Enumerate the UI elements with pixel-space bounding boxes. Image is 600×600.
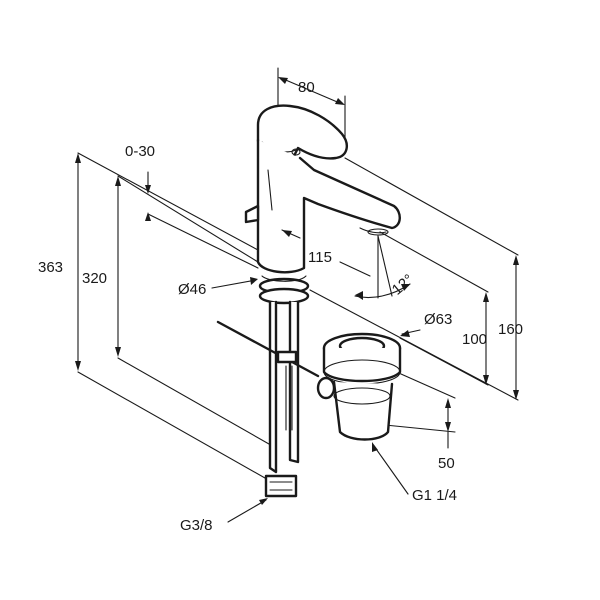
- extension-lines: [77, 67, 519, 483]
- dim-width-80: 80: [298, 79, 315, 96]
- dim-range-0-30: 0-30: [125, 143, 155, 160]
- dim-diameter-46: Ø46: [178, 281, 206, 298]
- faucet-body: [244, 104, 401, 305]
- dim-height-320: 320: [82, 270, 107, 287]
- dim-height-100: 100: [462, 331, 487, 348]
- thread-g3-8: G3/8: [180, 517, 213, 534]
- dim-angle-12: 12°: [389, 271, 417, 299]
- angle-and-reach-lines: [281, 229, 411, 300]
- dim-diameter-63: Ø63: [424, 311, 452, 328]
- supply-hoses: [216, 300, 320, 498]
- thread-g1-1-4: G1 1/4: [412, 487, 457, 504]
- leader-lines: [211, 277, 421, 523]
- dim-80-line: [278, 77, 345, 105]
- dim-height-363: 363: [38, 259, 63, 276]
- dim-height-160: 160: [498, 321, 523, 338]
- waste-drain: [316, 332, 402, 441]
- vertical-dimension-lines: [75, 153, 519, 449]
- dim-reach-115: 115: [308, 249, 332, 266]
- dim-depth-50: 50: [438, 455, 455, 472]
